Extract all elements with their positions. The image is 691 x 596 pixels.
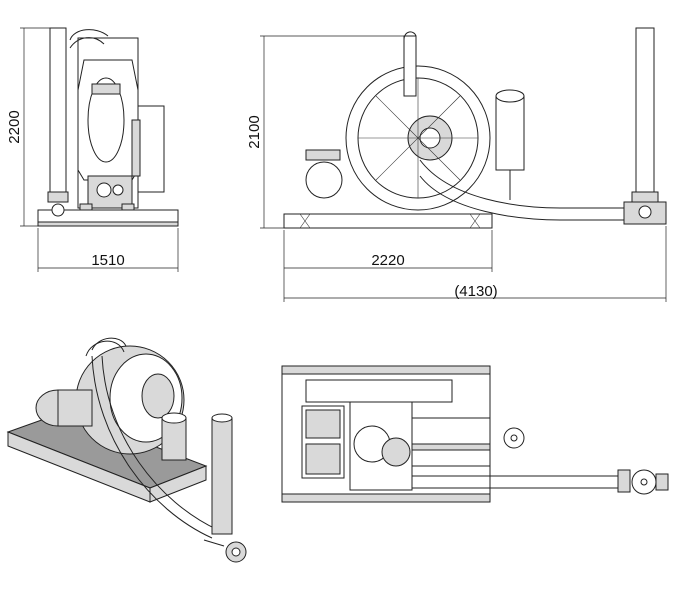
side-view: [260, 27, 667, 302]
front-width-label: 1510: [91, 252, 124, 269]
side-base-length-label: 2220: [371, 252, 404, 269]
side-height-label: 2100: [246, 115, 263, 148]
front-height-label: 2200: [6, 110, 23, 143]
isometric-view: [6, 337, 247, 563]
total-length-label: (4130): [454, 283, 497, 300]
front-view: [20, 27, 179, 272]
top-view: [281, 365, 669, 503]
